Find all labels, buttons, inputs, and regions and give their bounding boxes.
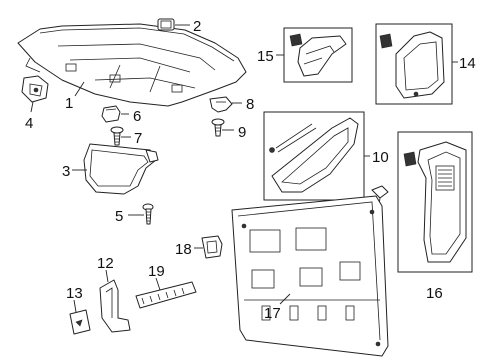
leader-4	[30, 101, 34, 113]
hook-clip-part-8	[209, 96, 233, 113]
bracket-part-4	[21, 75, 49, 103]
clip-part-18	[201, 235, 223, 259]
callout-6: 6	[133, 108, 141, 125]
sun-visor-part	[83, 143, 159, 195]
callout-4: 4	[25, 115, 33, 132]
screw-part-9	[211, 118, 225, 137]
callout-3: 3	[62, 163, 70, 180]
strip-part-19	[135, 281, 197, 309]
callout-10: 10	[372, 149, 389, 166]
callout-8: 8	[246, 96, 254, 113]
callout-14: 14	[459, 55, 476, 72]
box-part-15	[283, 27, 353, 83]
screw-part-5	[142, 203, 154, 225]
callout-5: 5	[115, 208, 123, 225]
callout-9: 9	[238, 124, 246, 141]
cap-part-11	[371, 185, 389, 199]
callout-18: 18	[175, 241, 192, 258]
headliner-part	[17, 23, 247, 107]
trim-part-13	[69, 309, 91, 335]
leader-1	[74, 81, 85, 97]
callout-12: 12	[97, 255, 114, 272]
cap-part-6	[101, 105, 121, 123]
back-panel-part-17	[231, 195, 389, 357]
leader-19	[155, 277, 161, 291]
callout-1: 1	[65, 95, 73, 112]
callout-7: 7	[134, 130, 142, 147]
leader-13	[73, 299, 77, 313]
callout-15: 15	[257, 48, 274, 65]
screw-part-7	[110, 126, 124, 146]
callout-2: 2	[193, 18, 201, 35]
callout-16: 16	[426, 285, 443, 302]
callout-19: 19	[148, 263, 165, 280]
pillar-trim-part-14	[375, 23, 453, 105]
trim-part-12	[99, 279, 131, 333]
clip-part-2	[157, 18, 175, 31]
leader-12	[105, 269, 109, 283]
rear-pillar-trim-part-16	[397, 131, 473, 273]
callout-17: 17	[264, 305, 281, 322]
handle-trim-part-10	[263, 111, 365, 201]
leader-17	[279, 293, 291, 305]
callout-13: 13	[66, 285, 83, 302]
